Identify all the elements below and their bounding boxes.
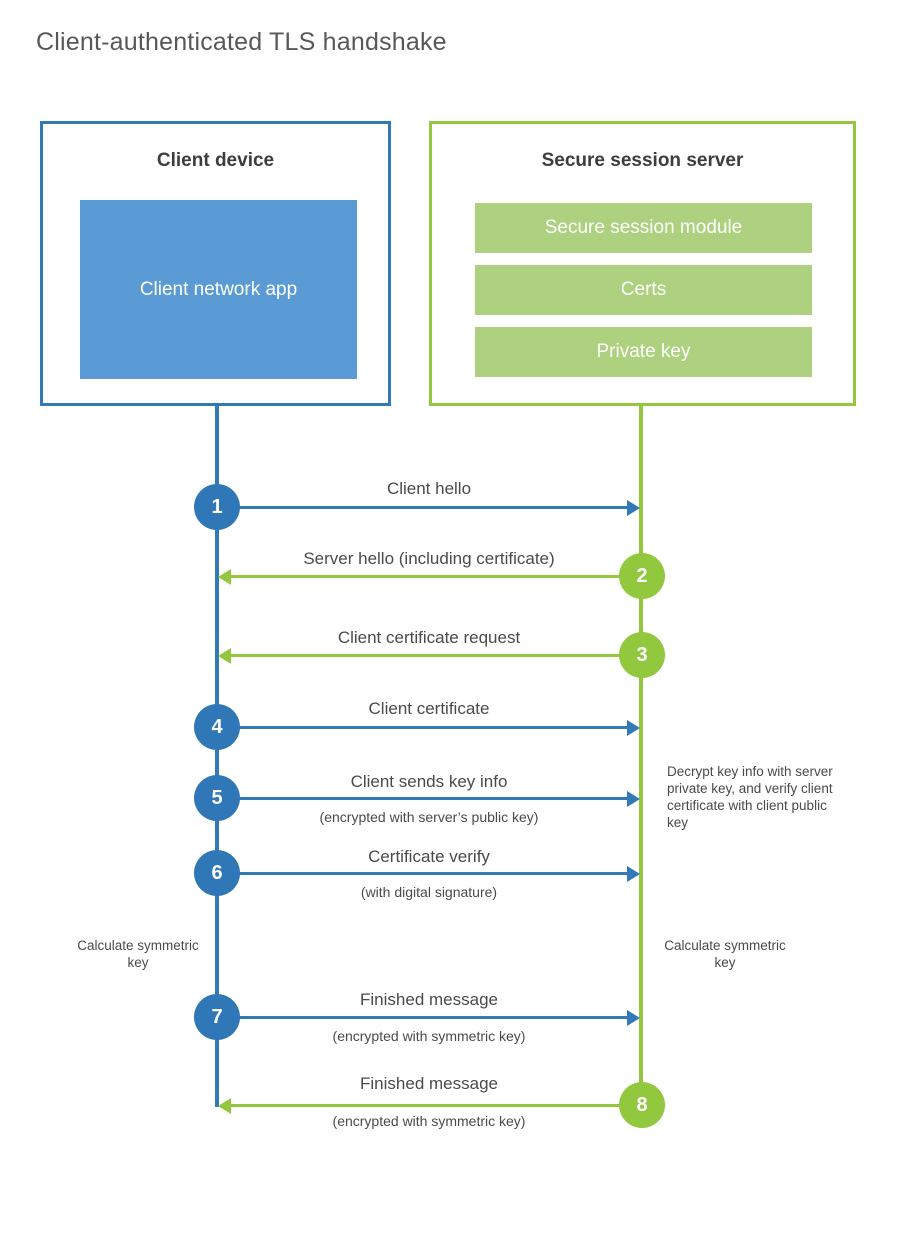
message-4-label: Client certificate — [368, 699, 490, 718]
client-lifeline — [215, 404, 219, 1107]
server-module-secure-session-module: Secure session module — [475, 203, 812, 253]
server-module-private-key: Private key — [475, 327, 812, 377]
message-5-sublabel: (encrypted with server’s public key) — [319, 809, 539, 825]
message-6-arrowhead-icon — [627, 865, 640, 882]
server-module-certs: Certs — [475, 265, 812, 315]
message-1-label: Client hello — [386, 479, 472, 498]
message-3-label: Client certificate request — [337, 628, 521, 647]
secure-session-server-box: Secure session server Secure session mod… — [429, 121, 856, 406]
client-network-app-block: Client network app — [80, 200, 357, 379]
message-5-arrowhead-icon — [627, 790, 640, 807]
page-title: Client-authenticated TLS handshake — [36, 28, 447, 56]
server-decrypt-note: Decrypt key info with server private key… — [667, 764, 833, 830]
server-lifeline — [639, 404, 643, 1107]
message-5-line — [217, 797, 627, 800]
message-7-line — [217, 1016, 627, 1019]
server-calculate-symmetric-key-note: Calculate symmetric key — [664, 938, 786, 970]
message-4-arrowhead-icon — [627, 719, 640, 736]
client-calculate-symmetric-key-note: Calculate symmetric key — [77, 938, 199, 970]
message-6-line — [217, 872, 627, 875]
message-3-arrowhead-icon — [218, 647, 231, 664]
message-7-sublabel: (encrypted with symmetric key) — [332, 1028, 526, 1044]
message-1-line — [217, 506, 627, 509]
message-1-arrowhead-icon — [627, 499, 640, 516]
step-circle-7[interactable]: 7 — [194, 994, 240, 1040]
step-circle-3[interactable]: 3 — [619, 632, 665, 678]
client-device-box: Client device Client network app — [40, 121, 391, 406]
message-2-arrowhead-icon — [218, 568, 231, 585]
message-8-sublabel: (encrypted with symmetric key) — [332, 1113, 526, 1129]
step-circle-4[interactable]: 4 — [194, 704, 240, 750]
secure-session-server-title: Secure session server — [541, 150, 744, 171]
message-6-sublabel: (with digital signature) — [360, 884, 498, 900]
message-2-line — [231, 575, 641, 578]
step-circle-8[interactable]: 8 — [619, 1082, 665, 1128]
message-8-line — [231, 1104, 641, 1107]
step-circle-2[interactable]: 2 — [619, 553, 665, 599]
message-4-line — [217, 726, 627, 729]
step-circle-5[interactable]: 5 — [194, 775, 240, 821]
message-8-label: Finished message — [360, 1074, 498, 1093]
message-7-arrowhead-icon — [627, 1009, 640, 1026]
message-8-arrowhead-icon — [218, 1097, 231, 1114]
message-6-label: Certificate verify — [368, 847, 490, 866]
step-circle-1[interactable]: 1 — [194, 484, 240, 530]
step-circle-6[interactable]: 6 — [194, 850, 240, 896]
message-2-label: Server hello (including certificate) — [303, 549, 555, 568]
message-7-label: Finished message — [360, 990, 498, 1009]
message-5-label: Client sends key info — [350, 772, 508, 791]
message-3-line — [231, 654, 641, 657]
client-device-title: Client device — [156, 150, 275, 171]
